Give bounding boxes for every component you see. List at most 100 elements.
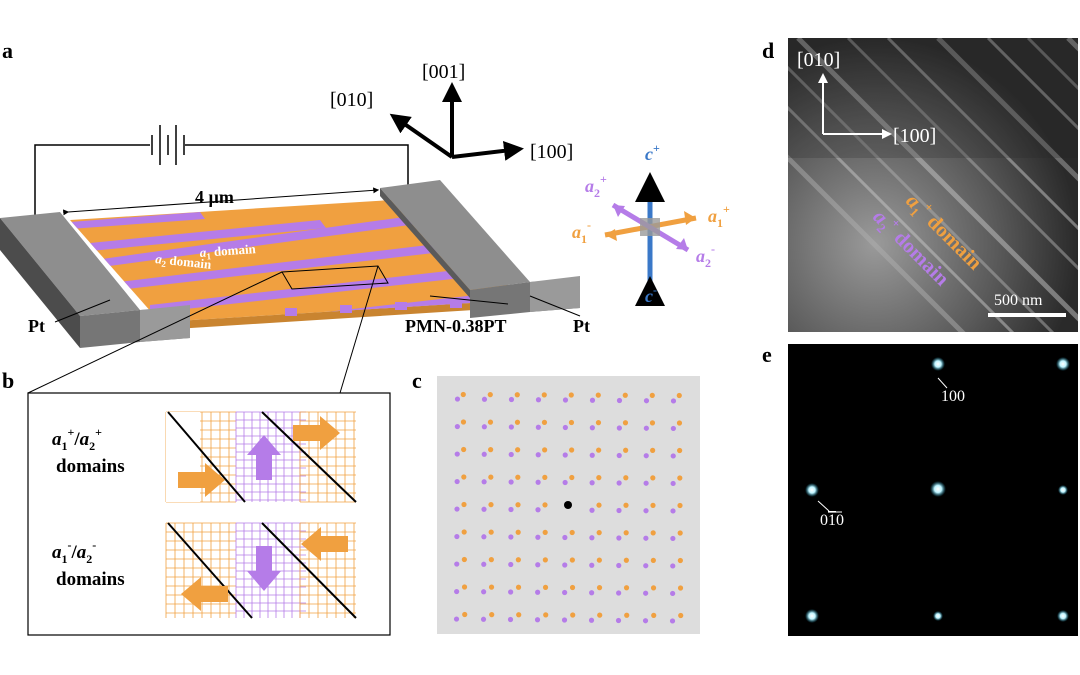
panel-b: b a1+/a2+ domains a1-/a2- domains: [2, 265, 391, 636]
circuit-wire-left: [34, 144, 150, 215]
spot-a1: [569, 529, 575, 536]
spot-a1: [676, 392, 682, 399]
spot-a1: [515, 529, 521, 535]
b2-arrow-left-1: [181, 577, 228, 611]
spot-a1: [569, 447, 575, 453]
spot-a1: [677, 530, 683, 536]
a1-domain-label: a1 domain: [199, 241, 257, 262]
spot-a1: [650, 475, 656, 481]
spot-a2: [535, 479, 541, 485]
spot-a1: [569, 557, 575, 563]
spot-a1: [623, 475, 629, 481]
spot-a2: [508, 589, 514, 595]
spot-a2: [508, 506, 514, 513]
spot-a2: [562, 589, 568, 596]
spot-a1: [487, 419, 494, 425]
d-axis-100-label: [100]: [893, 125, 936, 147]
pt-electrode-left: [0, 212, 190, 348]
spot-a1: [543, 612, 549, 618]
circuit-wire-right: [185, 144, 409, 188]
spot-a1: [542, 529, 548, 535]
a1-plus-label: a1+: [708, 202, 730, 230]
panel-label-d: d: [762, 38, 774, 63]
pt-right-leader: [529, 295, 581, 317]
panel-a: a: [0, 38, 730, 348]
tem-domain-stripe: [936, 38, 1078, 182]
width-label: 4 µm: [195, 187, 234, 207]
spot-a1: [622, 392, 628, 398]
spot-010-leader: [817, 500, 830, 512]
spot-a1: [597, 612, 603, 618]
spot-a1: [514, 392, 520, 398]
spot-a1: [569, 474, 575, 481]
spot-a2: [535, 534, 541, 540]
spot-a2: [508, 534, 514, 540]
diffraction-spot: [933, 611, 943, 621]
spot-a1: [461, 501, 467, 508]
spot-a2: [670, 453, 676, 459]
spot-100-leader: [937, 377, 948, 389]
spot-a2: [481, 451, 487, 457]
spot-a2: [481, 534, 487, 540]
spot-100-label: 100: [941, 388, 965, 405]
spot-a2: [481, 561, 487, 567]
b1-wall-1: [167, 411, 246, 503]
crystal-axes: [001] [010] [100]: [330, 61, 573, 163]
diffraction-spots: [805, 357, 1070, 623]
spot-a2: [616, 535, 622, 541]
spot-a1: [461, 584, 468, 590]
spot-a1: [623, 502, 629, 508]
spot-a2: [454, 561, 460, 567]
spot-a1: [542, 474, 548, 480]
spot-a2: [643, 535, 649, 541]
spot-a2: [670, 508, 676, 514]
spot-a1: [649, 420, 656, 426]
a2-domain-label: a2 domain: [154, 251, 212, 274]
spot-a1: [651, 612, 657, 618]
b-row1-domains: domains: [56, 456, 125, 477]
spot-a2: [454, 506, 460, 512]
tem-domain-stripe: [788, 65, 1055, 332]
zoom-line-right: [339, 265, 379, 394]
a1-minus-label: a1-: [572, 218, 591, 246]
b1-arrow-right-1: [178, 463, 225, 497]
spot-a2: [535, 507, 541, 513]
spot-a2: [616, 452, 622, 459]
spot-a2: [589, 452, 595, 458]
spot-a2: [480, 616, 487, 622]
spot-a1: [487, 392, 493, 398]
pt-left-label: Pt: [28, 316, 45, 336]
spot-a1: [650, 447, 656, 453]
spot-a2: [670, 398, 677, 404]
spot-a2: [589, 480, 595, 486]
b2-arrow-left-2: [301, 527, 348, 561]
spot-a2: [535, 424, 541, 430]
spot-a2: [670, 535, 676, 542]
zoom-line-left: [27, 271, 283, 394]
c-plus-label: c+: [645, 141, 660, 164]
spot-a2: [588, 617, 595, 623]
spot-a1: [460, 419, 467, 425]
spot-a1: [515, 584, 522, 590]
b1-arrow-up: [247, 435, 281, 480]
spot-a2: [561, 617, 568, 623]
spot-a1: [462, 611, 468, 618]
b1-wall-2: [261, 411, 357, 503]
spot-a2: [562, 424, 568, 431]
spot-a2: [670, 480, 676, 487]
spot-a2: [534, 617, 541, 623]
spot-a1: [542, 447, 548, 453]
tem-domain-stripe: [788, 105, 1015, 332]
tem-domain-stripe: [796, 38, 1078, 322]
spot-a2: [454, 588, 460, 595]
spot-a2: [670, 425, 676, 432]
pt-left-leader: [54, 299, 111, 323]
spot-a1: [461, 446, 467, 453]
polarization-directions: c+ c- a1+ a1- a2+ a2-: [572, 141, 730, 306]
spot-a2: [669, 618, 676, 624]
spot-a1: [568, 419, 575, 426]
spot-a2: [643, 480, 649, 486]
diffraction-spot: [1056, 357, 1070, 371]
spot-a2: [508, 424, 514, 430]
b-lattice-tiles: [165, 411, 357, 619]
